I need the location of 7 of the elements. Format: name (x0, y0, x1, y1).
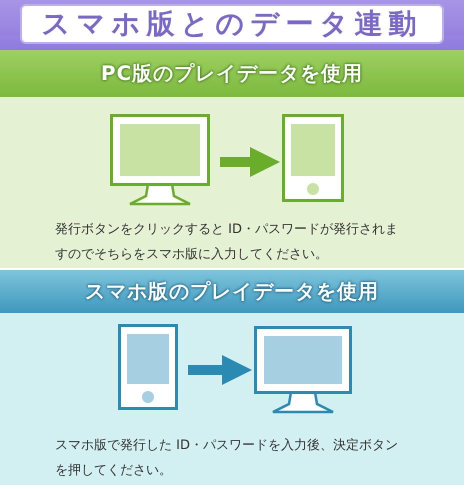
arrow (188, 355, 252, 385)
title: スマホ版とのデータ連動 (22, 6, 442, 42)
section-header: スマホ版のプレイデータを使用 (0, 270, 464, 313)
section-header: PC版のプレイデータを使用 (0, 50, 464, 97)
instruction-text: スマホ版で発行した ID・パスワードを入力後、決定ボタンを押してください。 (55, 437, 399, 480)
instruction-text: 発行ボタンをクリックすると ID・パスワードが発行されますのでそちらをスマホ版に入力してください。 (55, 221, 399, 264)
arrow (220, 147, 280, 177)
